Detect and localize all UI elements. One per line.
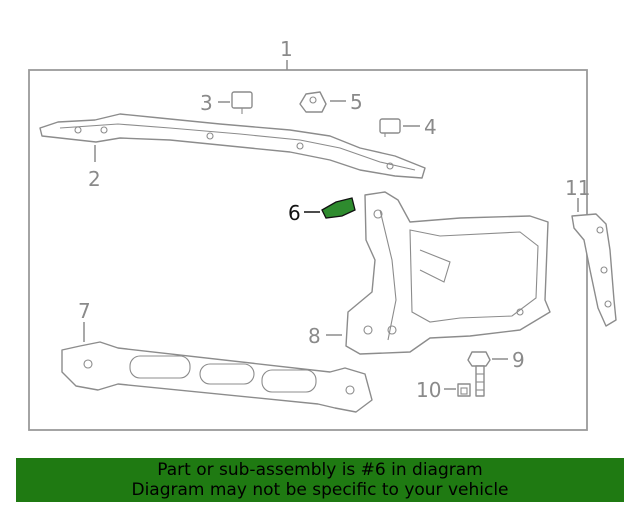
callout-5: 5 xyxy=(350,90,363,114)
banner-line-1: Part or sub-assembly is #6 in diagram xyxy=(157,460,483,480)
upper-tie-bar xyxy=(39,113,426,179)
part-6-highlighted xyxy=(321,197,356,219)
callout-2: 2 xyxy=(88,167,101,191)
callout-1: 1 xyxy=(280,37,293,61)
headlamp-panel xyxy=(345,191,551,355)
callout-3: 3 xyxy=(200,91,213,115)
info-banner: Part or sub-assembly is #6 in diagram Di… xyxy=(16,458,624,502)
part-9-bolt xyxy=(467,351,491,397)
part-3-retainer xyxy=(231,91,253,114)
parts-diagram: 1 2 3 5 4 6 xyxy=(28,37,617,431)
callout-4: 4 xyxy=(424,115,437,139)
lower-tie-bar xyxy=(61,341,373,413)
callout-7: 7 xyxy=(78,299,91,323)
callout-8: 8 xyxy=(308,324,321,348)
part-11-side-bracket xyxy=(571,213,617,327)
part-4-clip xyxy=(379,118,401,137)
part-10-clip xyxy=(457,383,471,397)
callout-6: 6 xyxy=(288,201,301,225)
callout-9: 9 xyxy=(512,348,525,372)
callout-11: 11 xyxy=(565,176,590,200)
part-5-bracket xyxy=(299,91,327,113)
banner-line-2: Diagram may not be specific to your vehi… xyxy=(131,480,509,500)
callout-10: 10 xyxy=(416,378,441,402)
